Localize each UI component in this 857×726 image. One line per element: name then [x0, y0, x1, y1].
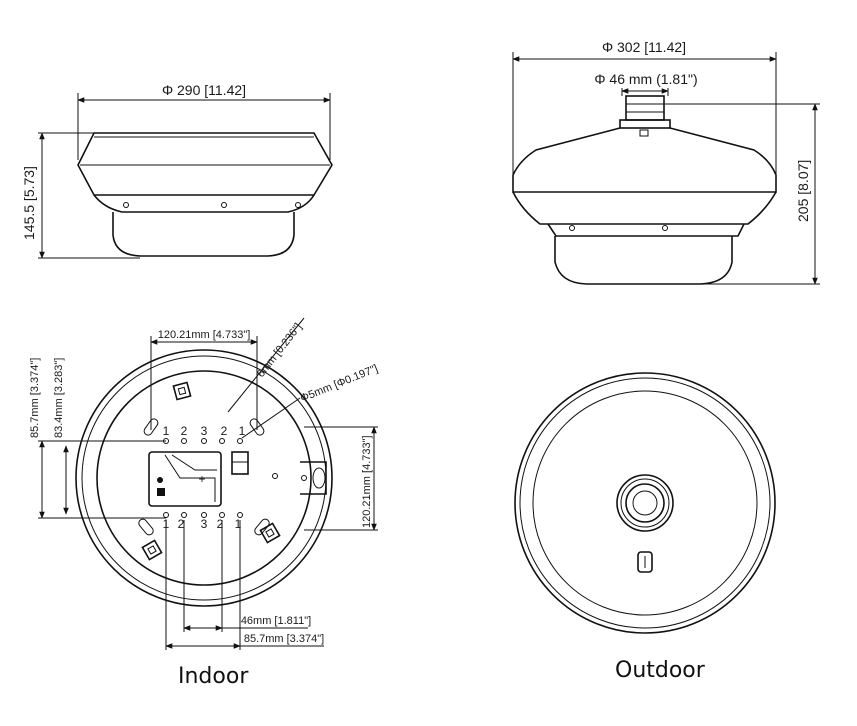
- mount-side-tab: [300, 461, 327, 495]
- hole-number: 2: [181, 424, 188, 438]
- screw-boss-top: [172, 381, 192, 401]
- top-hole-row: [163, 438, 243, 444]
- outdoor-height-label: 205 [8.07]: [795, 160, 811, 222]
- hole-number: 2: [217, 517, 224, 531]
- slot-width-label: 6mm [0.236"]: [255, 321, 305, 380]
- left-outer-spacing-label: 85.7mm [3.374"]: [29, 358, 41, 438]
- outdoor-bottom-view: [514, 372, 776, 634]
- outdoor-conduit-label: Φ 46 mm (1.81"): [594, 71, 697, 87]
- bottom-outer-spacing-label: 85.7mm [3.374"]: [244, 633, 324, 645]
- bottom-hole-row: [163, 512, 243, 518]
- indoor-mount-view: +: [29, 317, 380, 650]
- left-inner-spacing-label: 83.4mm [3.283"]: [53, 358, 65, 438]
- hole-number: 3: [201, 424, 208, 438]
- mount-connector: [231, 451, 249, 475]
- mount-outer-ring: [75, 349, 333, 607]
- indoor-diameter-label: Φ 290 [11.42]: [162, 82, 246, 98]
- indoor-housing: [77, 132, 333, 196]
- indoor-height-label: 145.5 [5.73]: [21, 166, 37, 240]
- hole-number: 3: [201, 517, 208, 531]
- outdoor-housing: [512, 127, 777, 193]
- hole-number: 1: [163, 424, 170, 438]
- hole-number: 1: [239, 424, 246, 438]
- outdoor-inner-ring: [532, 390, 758, 616]
- outdoor-diameter-label: Φ 302 [11.42]: [602, 39, 686, 55]
- hole-number: 1: [235, 517, 242, 531]
- screw-boss-bottom-left: [141, 539, 163, 561]
- hole-diameter-label: Φ5mm [Φ0.197"]: [299, 363, 380, 405]
- outdoor-dome: [554, 236, 733, 285]
- mount-center-plate: [148, 451, 222, 507]
- right-spacing-label: 120.21mm [4.733"]: [361, 435, 373, 528]
- screw-boss-bottom-right: [259, 522, 281, 544]
- indoor-caption: Indoor: [178, 664, 249, 689]
- hole-number: 2: [221, 424, 228, 438]
- outdoor-side-view: Φ 302 [11.42] Φ 46 mm (1.81") 205 [8.07]: [512, 39, 820, 285]
- indoor-dome: [112, 212, 295, 257]
- outdoor-caption: Outdoor: [615, 658, 705, 683]
- mount-inner-ring: [96, 370, 312, 586]
- indoor-side-view: Φ 290 [11.42] 145.5 [5.73]: [21, 82, 333, 259]
- outdoor-conduit-fitting: [625, 95, 665, 121]
- top-spacing-label: 120.21mm [4.733"]: [158, 329, 251, 341]
- outdoor-outer-ring: [514, 372, 776, 634]
- outdoor-center-port: [616, 474, 674, 532]
- bottom-inner-spacing-label: 46mm [1.811"]: [241, 615, 311, 627]
- hole-number: 2: [178, 517, 185, 531]
- outdoor-drain-icon: [637, 551, 653, 573]
- svg-text:+: +: [198, 472, 205, 486]
